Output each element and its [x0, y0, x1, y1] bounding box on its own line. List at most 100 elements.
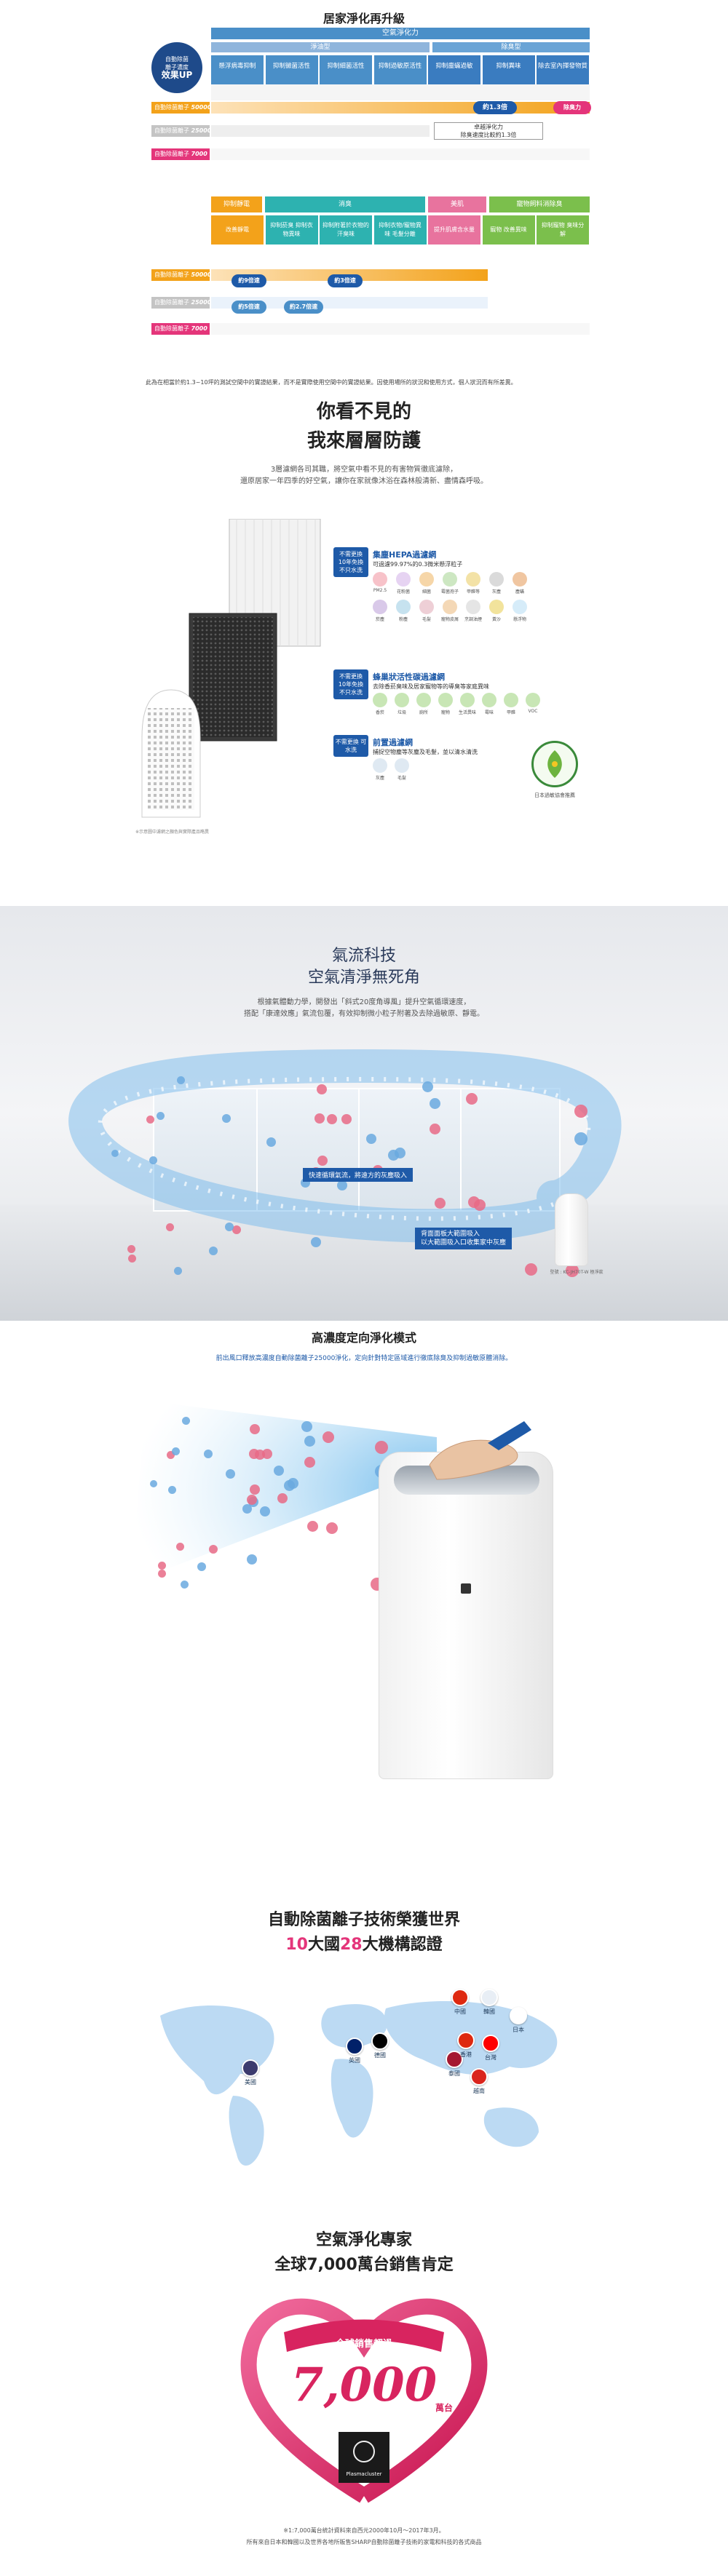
ion-particle: [341, 1113, 352, 1124]
purifier-image: [379, 1452, 553, 1779]
ion-particle: [203, 1449, 213, 1458]
model-row-25000: 自動除菌離子 25000: [151, 125, 210, 137]
airflow-label-b2: 以大範圍吸入口收集家中灰塵: [421, 1239, 507, 1247]
plasmacluster-logo: Plasmacluster: [339, 2432, 389, 2483]
hepa-item-icon: [489, 600, 504, 614]
effect-up-badge: 自動除菌 離子濃度 效果UP: [151, 42, 202, 93]
directional-title: 高濃度定向淨化模式: [311, 1331, 416, 1345]
ion-particle: [157, 1111, 165, 1120]
filter-heading-1: 你看不見的: [316, 401, 411, 423]
ion-particle: [146, 1116, 154, 1124]
filter-desc: 3層濾網各司其職，將空氣中看不見的有害物質徹底濾除， 還原居家一年四季的好空氣，…: [0, 464, 728, 488]
ion-particle: [111, 1150, 119, 1158]
ion-particle: [337, 1180, 348, 1191]
sales-section: 空氣淨化專家 全球7,000萬台銷售肯定 全球銷售超過 7,000 萬台 Pla…: [0, 2227, 728, 2576]
ion-particle: [232, 1225, 242, 1234]
ion-particle: [250, 1484, 261, 1495]
hepa-item-icon: [489, 572, 504, 587]
pre-item-icon: [395, 758, 409, 773]
carbon-item-icon: [416, 693, 431, 707]
hepa-item-label: 黃沙: [491, 617, 501, 622]
filter-desc-2: 還原居家一年四季的好空氣，讓你在家就像沐浴在森林般清新、盡情森呼吸。: [240, 477, 488, 485]
sales-note-2: 所有來自日本和韓國以及世界各地所販售SHARP自動除菌離子技術的家電和科技的各式…: [246, 2539, 482, 2545]
carbon-item-icon: [526, 693, 540, 707]
cert-text-2: 大機構認證: [362, 1936, 443, 1954]
ion-particle: [247, 1554, 258, 1565]
airflow-section: 氣流科技 空氣清淨無死角 根據氣體動力學，開發出「斜式20度角導風」提升空氣循環…: [0, 906, 728, 1321]
directional-section: 高濃度定向淨化模式 前出風口釋放高濃度自動除菌離子25000淨化，定向針對特定區…: [0, 1328, 728, 1830]
model-row-7000: 自動除菌離子 7000: [151, 148, 210, 160]
ion-particle: [127, 1255, 136, 1263]
hepa-item-label: 細菌: [422, 589, 431, 595]
comparison-title: 居家淨化再升級: [323, 12, 405, 25]
filter-illustration: [141, 519, 321, 818]
hand-icon: [429, 1421, 531, 1480]
certification-section: 自動除菌離子技術榮獲世界 10大國28大機構認證 中國韓國日本英國德國泰國越南香…: [0, 1885, 728, 2205]
airflow-stream-graphic: [68, 1049, 622, 1243]
bar2-25000: [211, 297, 488, 309]
ion-particle: [374, 1441, 388, 1455]
ion-particle: [306, 1521, 318, 1533]
ion-particle: [524, 1263, 537, 1276]
airflow-label-b: 背面面板大範圍吸入以大範圍吸入口收集家中灰塵: [415, 1228, 513, 1249]
subhead-b: 除臭型: [432, 42, 590, 52]
logo-circle-icon: [353, 2441, 375, 2462]
hepa-item-label: 灰塵: [491, 589, 501, 595]
ion-particle: [422, 1081, 434, 1093]
hepa-item-icon: [513, 572, 527, 587]
bubble-1b: 除臭力: [553, 101, 591, 114]
row1-footnotes: [211, 164, 590, 178]
bar-50000: [211, 102, 590, 114]
carbon-item-icon: [438, 693, 453, 707]
cert-heading-2: 10大國28大機構認證: [0, 1931, 728, 1955]
carbon-item-label: 寵物: [440, 710, 450, 715]
carbon-item-icon: [482, 693, 496, 707]
flag-icon: [510, 2007, 527, 2024]
pre-tag: 不需更換 可水洗: [333, 735, 368, 757]
cert-heading-1: 自動除菌離子技術榮獲世界: [267, 1911, 460, 1929]
sales-heading-1: 空氣淨化專家: [315, 2231, 412, 2249]
purifier-small-image: [555, 1193, 588, 1266]
logo-text: Plasmacluster: [346, 2471, 382, 2477]
ion-particle: [273, 1466, 284, 1476]
ion-particle: [566, 1263, 579, 1277]
pre-title: 前置過濾網: [373, 738, 413, 747]
airflow-model-note: 型號 : KC-JH70T-W 極淨款: [550, 1270, 604, 1275]
hepa-item-icon: [419, 600, 434, 614]
model-label: 自動除菌離子: [154, 127, 189, 134]
ion-particle: [365, 1133, 376, 1144]
hepa-item-icon: [396, 572, 411, 587]
badge-big: 效果UP: [161, 70, 193, 80]
ion-particle: [304, 1457, 316, 1468]
pre-item-icon: [373, 758, 387, 773]
hepa-item-label: 烹調油煙: [464, 617, 482, 622]
bar2-7000: [211, 323, 590, 335]
model-label: 自動除菌離子: [154, 151, 189, 157]
row2-cell-2: 抑制附著於衣物的汗臭味: [320, 215, 372, 245]
model-row2-7000: 自動除菌離子 7000: [151, 323, 210, 335]
ion-particle: [326, 1522, 339, 1534]
row2-hdr-3: 寵物飼料消除臭: [489, 196, 590, 212]
flag-icon: [482, 2035, 499, 2052]
ion-particle: [288, 1478, 298, 1490]
model-val: 25000: [191, 299, 210, 306]
hepa-item-label: 花粉菌: [396, 589, 410, 595]
row1-header-1: 抑制黴菌活性: [265, 55, 318, 84]
flag-icon: [346, 2038, 363, 2055]
row1-header-4: 抑制塵蟎過敏: [428, 55, 480, 84]
ion-particle: [225, 1222, 234, 1231]
ion-particle: [317, 1084, 328, 1095]
ion-particle: [301, 1421, 312, 1433]
mid-note-2: 除臭速度比較約1.3倍: [460, 132, 517, 138]
sales-big-number: 7,000: [290, 2358, 438, 2412]
row2-cell-3: 抑制衣物/寵物異味 毛髮分離: [373, 215, 427, 245]
seal-label: 日本過敏協會推薦: [534, 792, 575, 798]
row2-cell-1: 抑制菸臭 抑制衣物異味: [265, 215, 318, 245]
carbon-desc: 去除香菸臭味及居家寵物等的導臭等家庭異味: [373, 683, 489, 690]
row2-cell-5: 寵物 改善異味: [482, 215, 535, 245]
airflow-label-a: 快速循環氣流，將遠方的灰塵吸入: [303, 1168, 414, 1182]
carbon-item-icon: [395, 693, 409, 707]
sales-note-1: ※1:7,000萬台統計資料來自西元2000年10月～2017年3月。: [283, 2527, 445, 2534]
sales-heading-2: 全球7,000萬台銷售肯定: [274, 2256, 454, 2274]
